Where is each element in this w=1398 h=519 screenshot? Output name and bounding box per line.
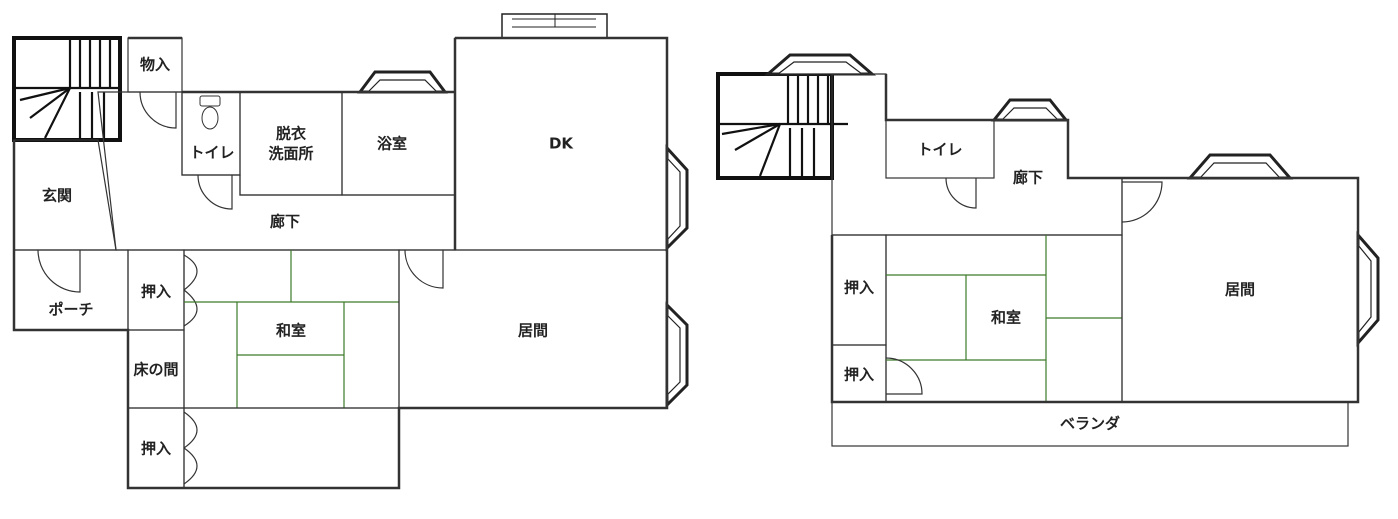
room-washitsu-2f: 和室 <box>885 234 1123 403</box>
label-toilet-2f: トイレ <box>917 141 962 159</box>
room-closet2-2f: 押入 <box>831 344 887 403</box>
label-washroom-line1: 脱衣 <box>276 125 306 143</box>
room-tokonoma: 床の間 <box>127 329 185 409</box>
label-closet1-2f: 押入 <box>844 279 874 297</box>
label-tokonoma: 床の間 <box>133 361 178 379</box>
room-toilet-1f: トイレ <box>181 91 241 176</box>
label-living-2f: 居間 <box>1225 281 1255 299</box>
label-storage-top: 物入 <box>140 56 170 74</box>
engawa-floor <box>183 407 400 489</box>
label-washitsu-1f: 和室 <box>276 322 306 340</box>
label-living-1f: 居間 <box>518 322 548 340</box>
room-washroom: 脱衣 洗面所 <box>239 91 343 196</box>
room-porch: ポーチ <box>13 249 129 331</box>
label-bath: 浴室 <box>377 135 407 153</box>
staircase-1f <box>12 36 122 142</box>
room-washitsu-1f: 和室 <box>183 249 400 409</box>
label-dk: DK <box>549 135 574 153</box>
room-bath: 浴室 <box>341 70 456 196</box>
room-living-2f: 居間 <box>1121 153 1380 403</box>
staircase-2f <box>716 53 877 180</box>
label-closet2-2f: 押入 <box>844 366 874 384</box>
room-hallway-1f: 廊下 <box>97 91 456 251</box>
toilet-bowl-icon <box>201 106 219 130</box>
label-closet1-1f: 押入 <box>141 283 171 301</box>
label-washitsu-2f: 和室 <box>991 309 1021 327</box>
floor1: 物入 廊下 トイレ 脱衣 洗面所 浴室 <box>12 13 689 490</box>
label-washroom-line2: 洗面所 <box>268 145 313 163</box>
label-toilet-1f: トイレ <box>189 144 234 162</box>
room-closet1-2f: 押入 <box>831 234 887 346</box>
label-closet2-1f: 押入 <box>141 440 171 458</box>
room-entrance: 玄関 <box>13 139 117 251</box>
room-toilet-2f: トイレ <box>885 119 995 179</box>
label-veranda: ベランダ <box>1060 415 1120 433</box>
room-closet1-1f: 押入 <box>127 249 198 331</box>
room-veranda: ベランダ <box>831 401 1349 447</box>
room-hallway-2f: 廊下 <box>831 73 1123 236</box>
label-entrance: 玄関 <box>42 187 72 205</box>
label-porch: ポーチ <box>48 301 93 319</box>
toilet-tank-icon <box>199 95 221 107</box>
label-hallway-1f: 廊下 <box>270 213 300 231</box>
room-living-1f: 居間 <box>398 249 689 409</box>
floor2: 廊下 トイレ 押入 押入 和室 <box>716 53 1380 447</box>
label-hallway-2f: 廊下 <box>1013 169 1043 187</box>
room-storage-top: 物入 <box>127 37 183 93</box>
room-dk: DK <box>454 13 689 252</box>
room-closet2-1f: 押入 <box>127 407 198 489</box>
